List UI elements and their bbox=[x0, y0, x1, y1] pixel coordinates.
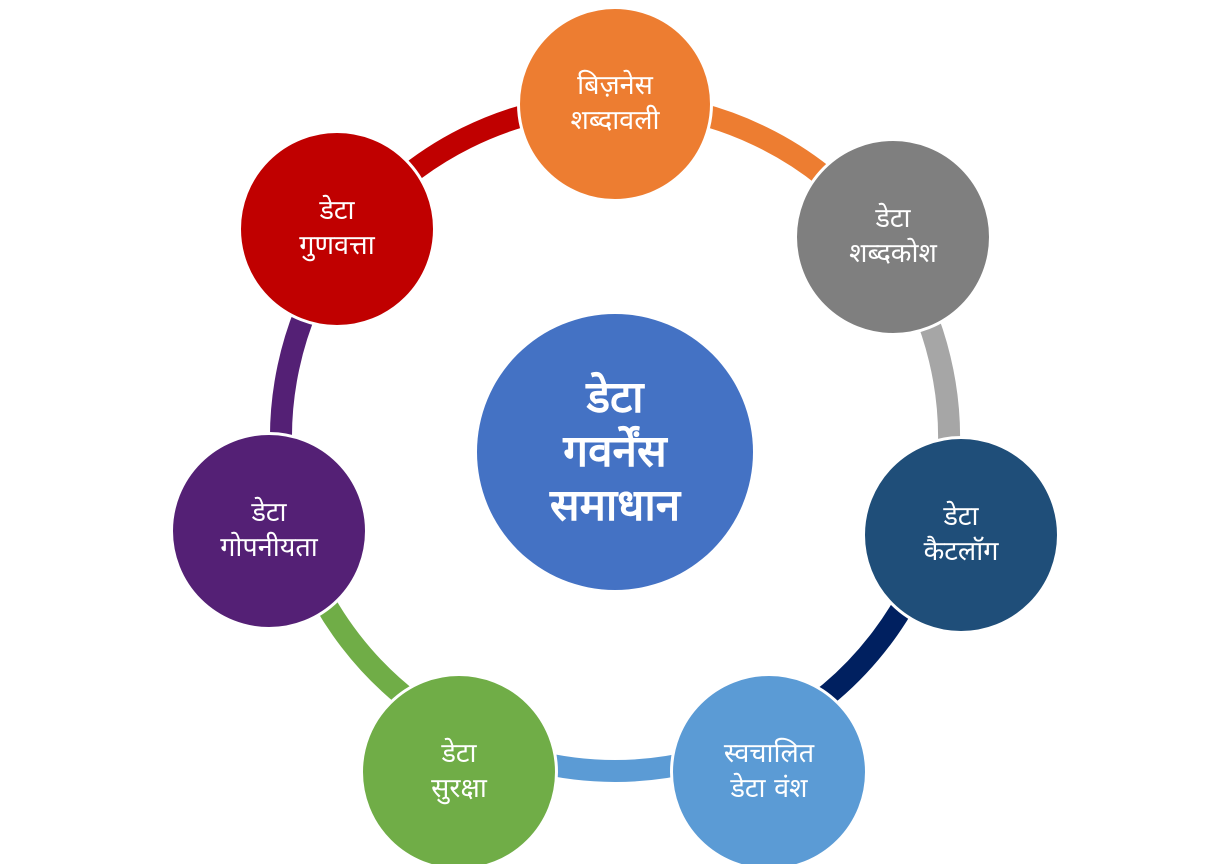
node-label-line-2: शब्दकोश bbox=[849, 238, 937, 269]
node-data-quality: डेटा गुणवत्ता bbox=[238, 130, 436, 328]
node-label-line-1: बिज़नेस bbox=[577, 70, 653, 102]
node-label-line-1: डेटा bbox=[943, 501, 979, 533]
node-label-line-2: डेटा वंश bbox=[730, 773, 808, 804]
center-line-1: डेटा bbox=[586, 372, 644, 424]
node-label-line-2: गोपनीयता bbox=[220, 532, 318, 563]
node-data-privacy: डेटा गोपनीयता bbox=[170, 432, 368, 630]
node-label-line-2: कैटलॉग bbox=[923, 536, 999, 567]
node-label-line-2: सुरक्षा bbox=[431, 773, 487, 804]
node-label-line-2: गुणवत्ता bbox=[299, 230, 375, 261]
node-label-line-1: डेटा bbox=[441, 738, 477, 770]
node-label-line-1: स्वचालित bbox=[723, 738, 815, 770]
node-label-line-1: डेटा bbox=[251, 497, 287, 529]
node-business-glossary: बिज़नेस शब्दावली bbox=[517, 6, 713, 202]
node-automated-lineage: स्वचालित डेटा वंश bbox=[670, 673, 868, 864]
node-data-catalog: डेटा कैटलॉग bbox=[862, 436, 1060, 634]
node-label-line-1: डेटा bbox=[319, 195, 355, 227]
center-line-3: समाधान bbox=[549, 479, 681, 531]
node-label-line-2: शब्दावली bbox=[570, 105, 660, 136]
node-data-dictionary: डेटा शब्दकोश bbox=[794, 138, 992, 336]
node-data-security: डेटा सुरक्षा bbox=[360, 673, 558, 864]
center-data-governance-solution: डेटा गवर्नेंस समाधान bbox=[477, 314, 753, 590]
center-line-2: गवर्नेंस bbox=[563, 426, 667, 478]
node-label-line-1: डेटा bbox=[875, 203, 911, 235]
